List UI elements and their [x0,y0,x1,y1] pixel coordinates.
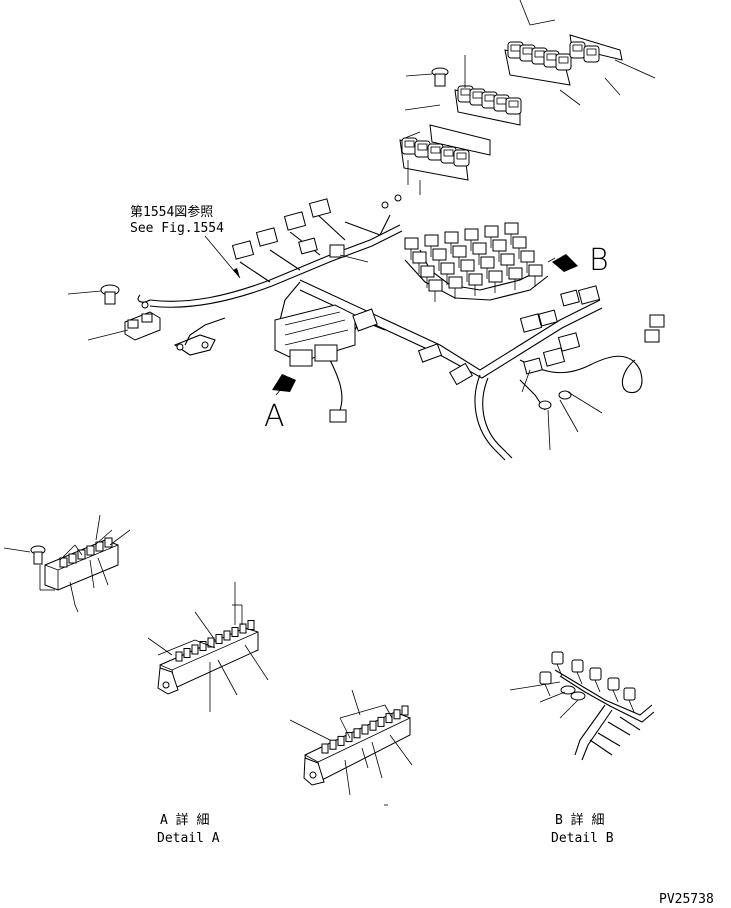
fuse-cell [345,732,353,743]
relay-top [430,146,441,154]
fuse-cell [191,644,199,655]
fuse-cell [321,743,329,754]
relay-top [404,140,415,148]
fuse-cell [231,627,239,637]
grid-connector [468,273,483,286]
fuse-cell [59,557,68,568]
grid-connector [432,248,447,261]
harness-connector [539,671,552,685]
harness-connector [623,687,636,701]
relay-top [443,149,454,157]
connector-lead [576,671,583,685]
fuse-cell [239,623,247,634]
grid-connector [464,228,479,241]
relay-top [508,100,519,108]
fuse-cell [104,537,113,548]
view-a-label: A [264,399,285,434]
grid-connector [480,256,495,269]
grid-connector [420,265,435,278]
grid-connector [488,270,503,283]
grid-connector [512,236,527,249]
grid-connector [520,250,535,263]
harness-connectors-upper [231,194,402,260]
detail-a-label-en: Detail A [157,831,220,846]
grid-connector [448,276,463,289]
fuse-cell [369,720,377,731]
fuse-cell [95,541,104,552]
figure-code: PV25738 [659,892,714,907]
grid-connector [460,259,475,272]
grid-connector [404,237,419,250]
fuse-cell [175,651,183,662]
fuse-cell [385,713,393,724]
relay-top [586,48,597,56]
fuse-cell [329,739,337,750]
fuse-cell [86,545,95,556]
grid-connector [452,245,467,258]
grid-connector [528,264,543,277]
harness-connector [551,651,564,665]
relay-top [558,56,569,64]
connector-lead [594,679,601,693]
relay-box [505,97,522,115]
fuse-cell [247,620,255,630]
grid-connector [428,279,443,292]
connector-grid-b [404,222,543,302]
grid-connector [504,222,519,235]
view-b-label: B [589,243,609,278]
grid-connector [508,267,523,280]
fuse-cell [183,648,191,658]
grid-connector [484,225,499,238]
detail-b-label-en: Detail B [551,831,614,846]
center-connector-block [274,304,473,423]
relay-box [569,41,586,59]
relay-top [417,143,428,151]
ref-label-en: See Fig.1554 [130,221,224,236]
grid-connector [500,253,515,266]
harness-connector [589,667,602,681]
top-relay-groups [399,0,656,195]
detail-b [509,651,655,761]
fuse-cell [68,553,77,564]
fuse-cell [215,634,223,644]
right-harness-details [339,254,665,451]
harness-connector [571,659,584,673]
fuse-cell [337,735,345,746]
left-bolt-bracket [67,284,216,356]
grid-connector [472,242,487,255]
relay-top [572,44,583,52]
fuse-cell [223,630,231,641]
fuse-cell [393,709,401,720]
arrow-b [547,254,578,272]
arrow-a [272,374,296,396]
connector-lead [556,663,563,677]
fuse-cell [377,716,385,727]
fuse-cell [361,724,369,735]
detail-a-label-jp: A 詳 細 [160,813,210,828]
small-block-detail [3,514,131,613]
connector-lead [612,689,619,703]
relay-box [453,149,470,167]
detail-b-label-jp: B 詳 細 [555,813,605,828]
ref-leader [204,235,241,279]
fuse-cell [353,728,361,739]
relay-box [555,53,572,71]
fuse-cell [207,637,215,648]
grid-connector [440,262,455,275]
grid-connector [412,251,427,264]
grid-connector [444,231,459,244]
ref-label-jp: 第1554図参照 [130,205,214,220]
fuse-cell [199,641,207,651]
relay-top [456,152,467,160]
detail-a-block-1 [147,582,269,712]
grid-connector [424,234,439,247]
fuse-cell [401,705,409,716]
harness-connector [607,677,620,691]
connector-lead [628,699,635,713]
grid-connector [492,239,507,252]
connector-lead [544,683,551,697]
relay-box [583,45,600,63]
detail-a-block-2 [289,689,413,806]
